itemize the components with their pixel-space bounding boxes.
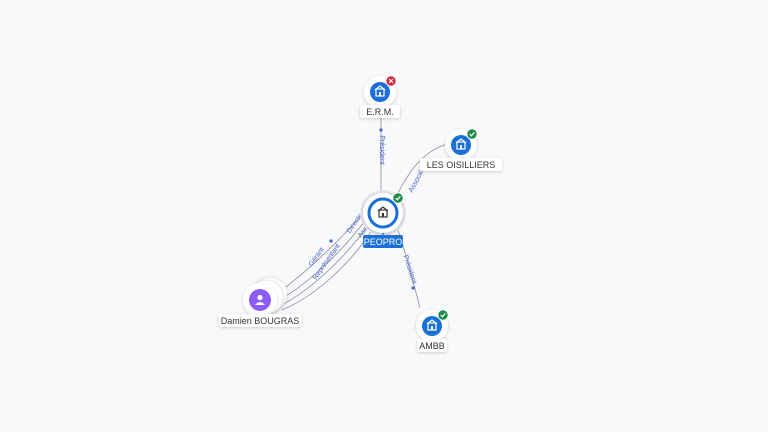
person-icon [255,294,265,305]
node-label: LES OISILLIERS [427,160,496,170]
node-peopro[interactable]: PEOPRO [360,190,406,248]
building-icon [426,319,438,331]
building-icon [377,206,389,218]
check-icon [392,192,404,204]
edge-peopro-oisilliers-1: Associé [394,143,449,201]
node-erm[interactable]: E.R.M. [360,75,400,118]
edge-label: Président [402,254,418,284]
check-icon [437,309,449,321]
node-ambb[interactable]: AMBB [416,309,449,352]
building-icon [455,138,467,150]
node-label: E.R.M. [366,107,394,117]
node-oisilliers[interactable]: LES OISILLIERS [419,128,503,171]
edge-label: Président [378,135,385,165]
cross-icon [385,75,397,87]
edge-peopro-erm-0: Président [378,118,385,195]
node-label: AMBB [419,341,445,351]
node-damien[interactable]: Damien BOUGRAS [218,276,302,327]
building-icon [374,85,386,97]
node-label: Damien BOUGRAS [221,316,300,326]
check-icon [466,128,478,140]
node-label: PEOPRO [364,237,403,247]
